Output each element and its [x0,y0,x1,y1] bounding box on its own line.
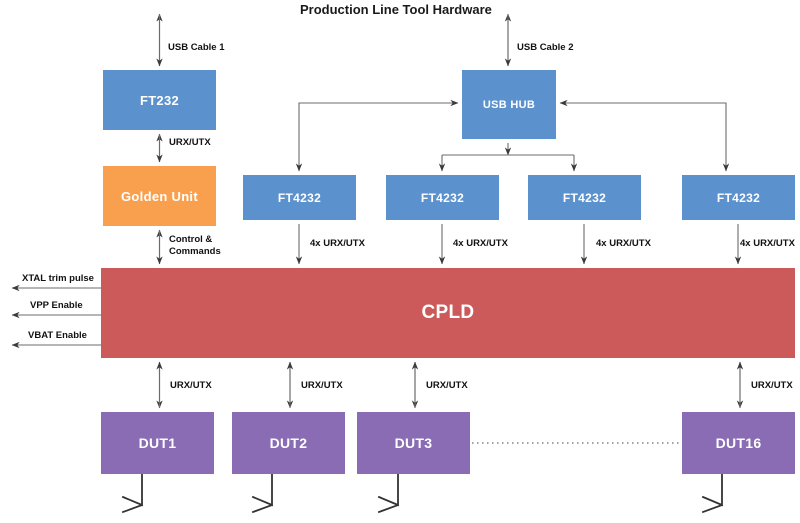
edge-label-ft4232-1-bus: 4x URX/UTX [310,238,365,249]
edge-label-dut2-bus: URX/UTX [301,380,343,391]
edge-label-dut1-bus: URX/UTX [170,380,212,391]
cpld-output-label-vbat-enable: VBAT Enable [28,330,87,341]
edge-label-ft4232-4-bus: 4x URX/UTX [740,238,795,249]
node-dut2[interactable]: DUT2 [232,412,345,474]
node-ft4232-1[interactable]: FT4232 [243,175,356,220]
edge-label-ft4232-2-bus: 4x URX/UTX [453,238,508,249]
node-dut3[interactable]: DUT3 [357,412,470,474]
node-dut1[interactable]: DUT1 [101,412,214,474]
edge-label-urx-utx-golden: URX/UTX [169,137,211,148]
node-ft232[interactable]: FT232 [103,70,216,130]
node-cpld[interactable]: CPLD [101,268,795,358]
node-usb-hub[interactable]: USB HUB [462,70,556,139]
node-dut16[interactable]: DUT16 [682,412,795,474]
edge-label-dut16-bus: URX/UTX [751,380,793,391]
edge-label-usb-cable-2: USB Cable 2 [517,42,574,53]
node-golden-unit[interactable]: Golden Unit [103,166,216,226]
node-ft4232-3[interactable]: FT4232 [528,175,641,220]
page-title: Production Line Tool Hardware [300,2,492,17]
edge-label-control-commands-line2: Commands [169,246,221,257]
edge-label-usb-cable-1: USB Cable 1 [168,42,225,53]
node-ft4232-2[interactable]: FT4232 [386,175,499,220]
edge-label-dut3-bus: URX/UTX [426,380,468,391]
node-ft4232-4[interactable]: FT4232 [682,175,795,220]
cpld-output-label-xtal-trim-pulse: XTAL trim pulse [22,273,94,284]
edge-label-control-commands-line1: Control & [169,234,213,245]
cpld-output-label-vpp-enable: VPP Enable [30,300,83,311]
edge-label-ft4232-3-bus: 4x URX/UTX [596,238,651,249]
